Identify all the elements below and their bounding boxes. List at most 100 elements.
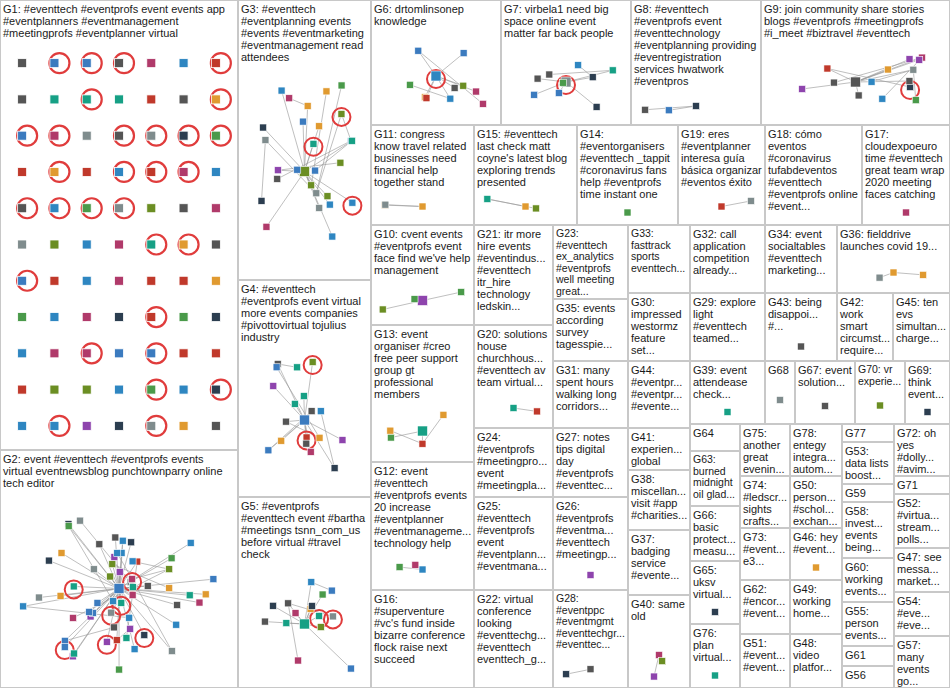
vertex-icon <box>147 349 156 358</box>
vertex-icon <box>18 421 27 430</box>
vertex-icon <box>166 566 173 573</box>
group-box: G38: miscellan... visit #app #charities.… <box>628 470 690 530</box>
group-box: G16: #superventure #vc's fund inside biz… <box>371 590 474 688</box>
vertex-icon <box>387 427 394 434</box>
vertex-icon <box>924 409 931 416</box>
group-label: G10: cvent events #eventprofs event face… <box>374 228 471 276</box>
group-label: G57: many events go... <box>897 639 947 687</box>
group-label: G14: #eventorganisers #eventtech _tappit… <box>580 128 675 200</box>
vertex-icon <box>431 71 441 81</box>
vertex-icon <box>147 421 156 430</box>
vertex-icon <box>18 349 27 358</box>
self-loop <box>102 607 120 625</box>
vertex-icon <box>855 92 862 99</box>
vertex-icon <box>642 106 649 113</box>
group-box: G65: uksv virtual... <box>690 561 740 624</box>
group-box: G30: impressed westormz feature set... <box>628 293 690 361</box>
group-label: G62: #encor... #event... <box>743 583 787 619</box>
vertex-icon <box>324 193 331 200</box>
self-loop <box>146 307 166 327</box>
vertex-icon <box>116 569 123 576</box>
vertex-icon <box>411 296 418 303</box>
group-box: G75: another great evenin... <box>740 424 790 476</box>
vertex-icon <box>113 637 120 644</box>
vertex-icon <box>179 313 188 322</box>
group-box: G74: #ledscr... sights crafts... <box>740 476 790 528</box>
vertex-icon <box>308 602 315 609</box>
group-network <box>903 209 910 216</box>
group-label: G18: cómo eventos #coronavirus tufabdeve… <box>768 128 859 212</box>
group-network <box>712 672 719 679</box>
group-box: G11: congress know travel related busine… <box>371 125 474 225</box>
group-network <box>718 197 754 210</box>
group-network <box>877 402 884 409</box>
vertex-icon <box>308 408 315 415</box>
vertex-icon <box>510 405 517 412</box>
group-box: G12: event #eventtech #eventprofs events… <box>371 462 474 590</box>
group-box: G54: #eve... #eve... <box>894 592 950 636</box>
group-label: G22: virtual conference looking #eventte… <box>477 593 550 665</box>
vertex-icon <box>419 440 426 447</box>
vertex-icon <box>82 421 91 430</box>
group-box: G62: #encor... #event... <box>740 580 790 634</box>
vertex-icon <box>348 137 355 144</box>
vertex-icon <box>308 182 315 189</box>
vertex-icon <box>168 648 175 655</box>
group-label: G38: miscellan... visit #app #charities.… <box>631 473 687 521</box>
vertex-icon <box>123 634 130 641</box>
group-label: G15: #eventtech last check matt coyne's … <box>477 128 574 188</box>
group-box: G56 <box>842 666 894 688</box>
self-loop <box>17 271 37 291</box>
vertex-link <box>117 553 132 579</box>
group-label: G41: experien... global <box>631 431 687 467</box>
group-box: G58: invest... events being... <box>842 502 894 558</box>
group-box: G7: virbela1 need big space online event… <box>501 0 631 125</box>
group-box: G19: eres #eventplanner interesa guía bá… <box>678 125 765 225</box>
vertex-icon <box>890 269 897 276</box>
vertex-link <box>802 82 855 89</box>
group-box: G77 <box>842 424 894 442</box>
group-label: G31: many spent hours walking long corri… <box>556 364 625 412</box>
group-label: G5: #eventprofs #eventtech event #bartha… <box>241 500 368 560</box>
vertex-link <box>278 364 305 420</box>
vertex-icon <box>316 613 323 620</box>
vertex-icon <box>415 47 422 54</box>
vertex-icon <box>451 84 458 91</box>
self-loop <box>298 431 316 449</box>
vertex-icon <box>211 131 220 140</box>
vertex-icon <box>273 364 280 371</box>
vertex-icon <box>560 79 567 86</box>
vertex-icon <box>777 397 784 404</box>
group-label: G16: #superventure #vc's fund inside biz… <box>374 593 471 665</box>
self-loop <box>49 53 69 73</box>
vertex-icon <box>115 313 124 322</box>
vertex-icon <box>50 59 59 68</box>
vertex-icon <box>211 385 220 394</box>
group-label: G26: #eventprofs #eventma... #eventtech … <box>556 500 625 560</box>
group-label: G42: work smart circumst... require... <box>840 296 890 356</box>
self-loop <box>343 197 361 215</box>
vertex-icon <box>270 602 277 609</box>
vertex-icon <box>285 600 292 607</box>
vertex-icon <box>110 598 117 605</box>
group-label: G64 <box>693 427 737 439</box>
self-loop <box>82 89 102 109</box>
vertex-link <box>856 81 910 83</box>
vertex-link <box>288 603 298 660</box>
vertex-icon <box>187 539 194 546</box>
vertex-icon <box>18 131 27 140</box>
vertex-link <box>418 51 483 104</box>
vertex-icon <box>381 202 388 209</box>
group-label: G76: plan virtual... <box>693 627 737 663</box>
vertex-icon <box>412 561 419 568</box>
group-label: G7: virbela1 need big space online event… <box>504 3 628 39</box>
vertex-icon <box>115 349 124 358</box>
group-label: G24: #eventprofs #meetingpro... event #m… <box>477 431 550 491</box>
vertex-icon <box>533 408 540 415</box>
vertex-icon <box>265 447 272 454</box>
self-loop <box>135 629 153 647</box>
vertex-icon <box>326 201 333 208</box>
vertex-icon <box>50 204 59 213</box>
vertex-icon <box>313 190 320 197</box>
group-box: G45: ten evs simultan... charge... <box>893 293 950 361</box>
